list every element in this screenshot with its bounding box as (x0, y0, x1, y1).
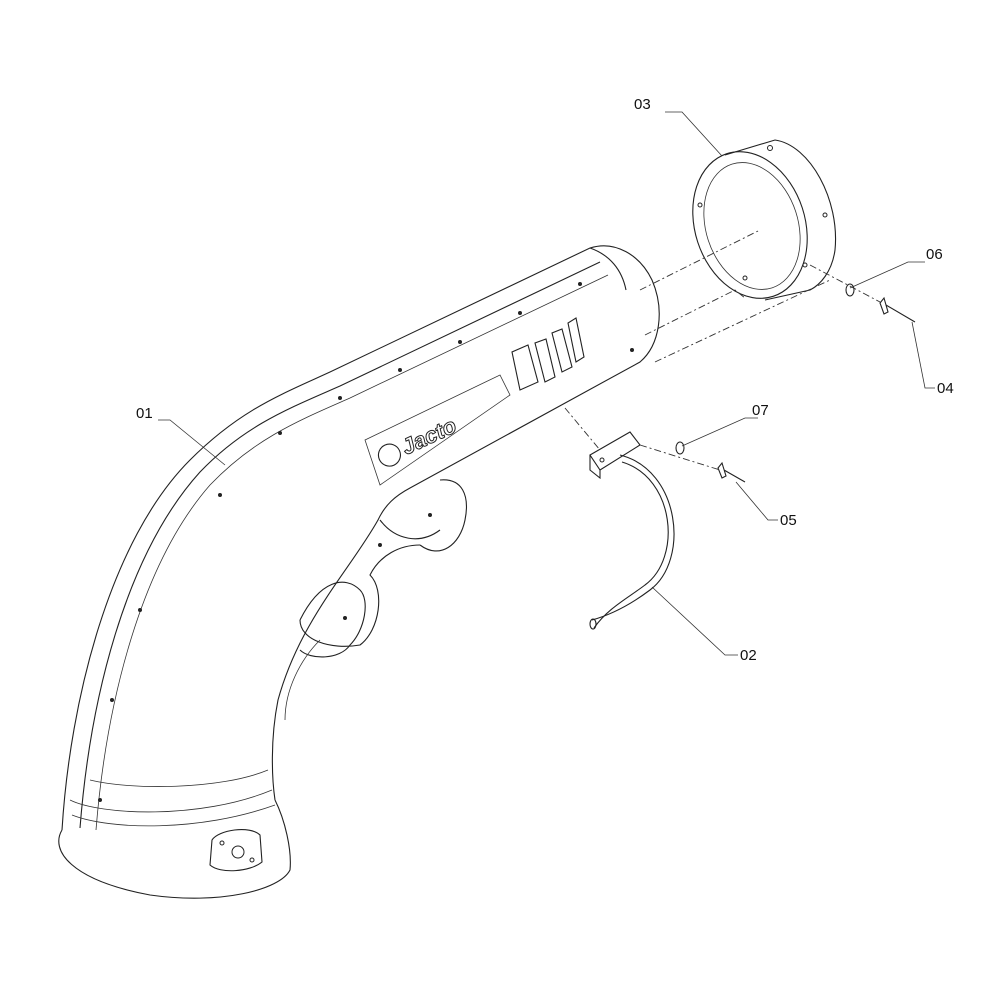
washer-07 (675, 441, 685, 455)
outlet-ring (692, 139, 837, 301)
washer-06 (845, 283, 855, 297)
rivet-05 (717, 461, 746, 483)
callout-01: 01 (136, 405, 153, 422)
vent-slots (364, 317, 585, 486)
callout-07: 07 (752, 402, 769, 419)
callout-03: 03 (634, 96, 651, 113)
rivet-04 (879, 296, 916, 323)
jacto-logo: Jacto (377, 412, 461, 467)
callout-02: 02 (740, 647, 757, 664)
callout-06: 06 (926, 246, 943, 263)
chute-body: Jacto (58, 245, 660, 899)
callout-04: 04 (937, 380, 954, 397)
callout-05: 05 (780, 512, 797, 529)
hose-with-bracket (589, 431, 675, 630)
